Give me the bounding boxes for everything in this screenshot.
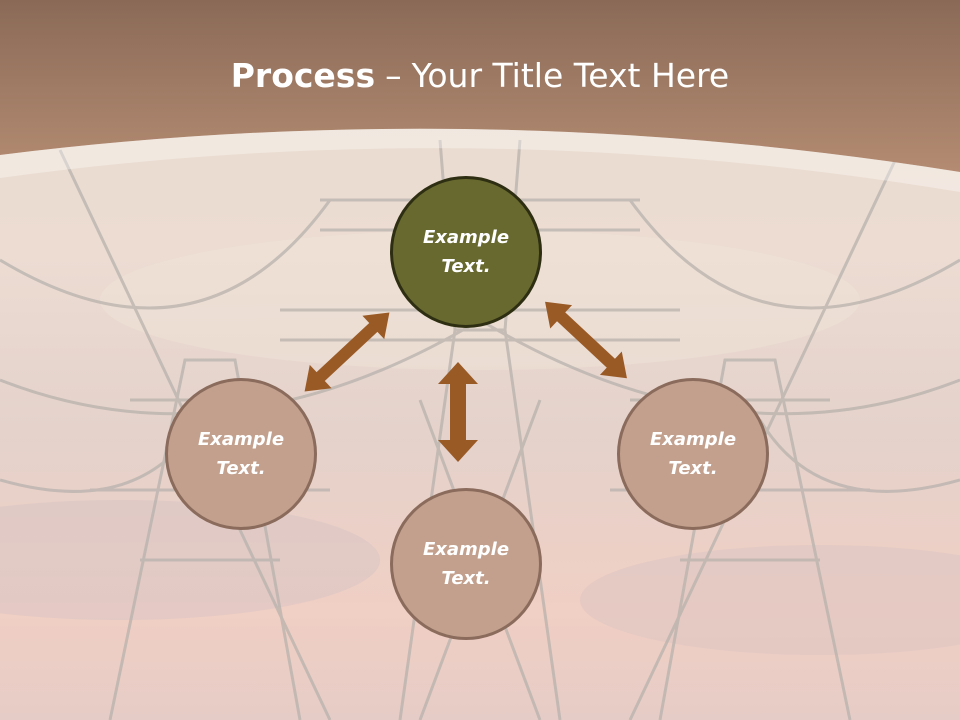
process-node-left-label: Example Text. [197, 429, 285, 479]
process-node-right-label: Example Text. [649, 429, 737, 479]
process-node-left: Example Text. [165, 378, 317, 530]
title-separator: – [385, 56, 402, 95]
process-node-right: Example Text. [617, 378, 769, 530]
process-node-top: Example Text. [390, 176, 542, 328]
slide-title: Process–Your Title Text Here [0, 52, 960, 100]
title-bold-word: Process [230, 56, 376, 95]
title-rest: Your Title Text Here [411, 56, 730, 95]
process-node-bottom: Example Text. [390, 488, 542, 640]
process-node-top-label: Example Text. [422, 227, 510, 277]
process-node-bottom-label: Example Text. [422, 539, 510, 589]
